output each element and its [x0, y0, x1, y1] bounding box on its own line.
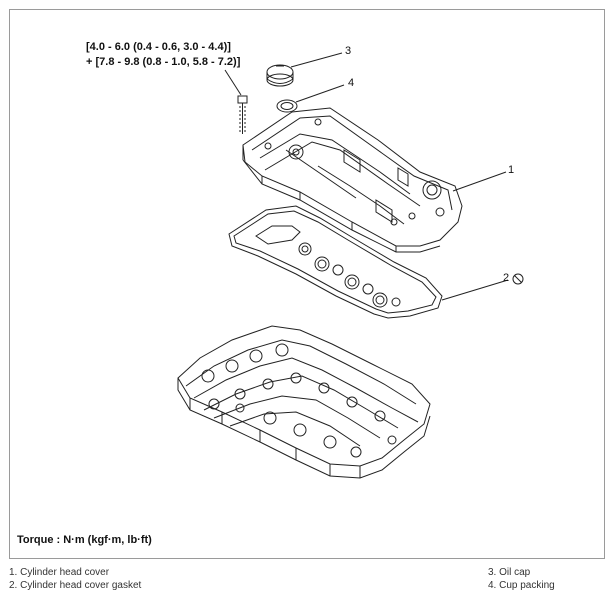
leader-line-head-cover	[452, 171, 507, 192]
callout-3: 3	[345, 45, 352, 57]
legend-item-3: 3. Oil cap	[488, 567, 531, 578]
leader-line-oil-cap	[290, 52, 343, 68]
cover-bolt	[237, 95, 248, 134]
torque-spec-line-1: [4.0 - 6.0 (0.4 - 0.6, 3.0 - 4.4)]	[86, 41, 231, 53]
callout-1: 1	[508, 164, 515, 176]
diagram-frame	[9, 9, 605, 559]
torque-units-caption: Torque : N·m (kgf·m, lb·ft)	[17, 534, 152, 546]
bolt-torque-spec: [4.0 - 6.0 (0.4 - 0.6, 3.0 - 4.4)] + [7.…	[86, 40, 240, 70]
legend-item-1: 1. Cylinder head cover	[9, 567, 110, 578]
leader-line-gasket	[441, 279, 509, 301]
parts-legend-right: 3. Oil cap 4. Cup packing	[488, 566, 555, 592]
torque-spec-line-2: + [7.8 - 9.8 (0.8 - 1.0, 5.8 - 7.2)]	[86, 56, 241, 68]
cup-packing	[276, 99, 298, 113]
parts-legend-left: 1. Cylinder head cover 2. Cylinder head …	[9, 566, 141, 592]
legend-item-2: 2. Cylinder head cover gasket	[9, 580, 142, 591]
oil-cap	[266, 64, 294, 87]
leader-line-cup-packing	[295, 84, 345, 103]
cylinder-head-cover	[242, 107, 463, 253]
callout-4: 4	[348, 77, 355, 89]
no-reuse-circle-slash-icon	[512, 273, 524, 285]
cylinder-head	[177, 325, 431, 479]
cylinder-head-cover-gasket	[228, 205, 443, 319]
torque-leader-line	[224, 69, 242, 96]
callout-2: 2	[503, 272, 510, 284]
legend-item-4: 4. Cup packing	[488, 580, 555, 591]
